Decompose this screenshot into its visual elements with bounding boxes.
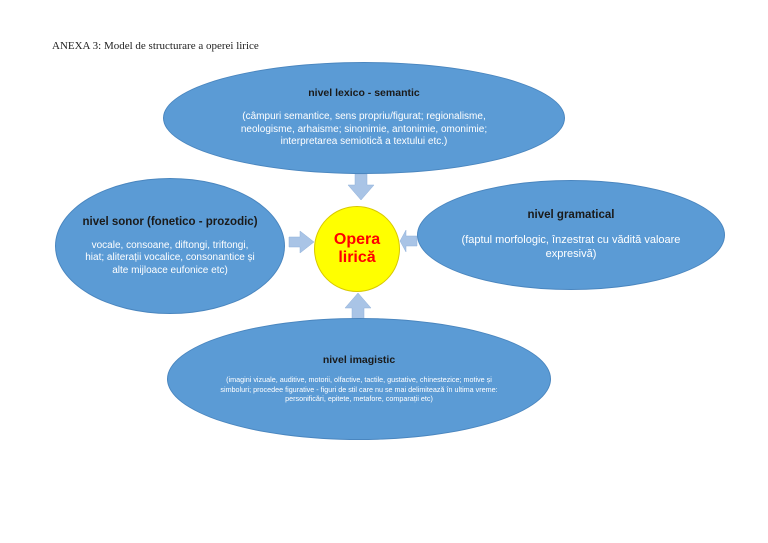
node-description: (faptul morfologic, înzestrat cu vădită … — [461, 233, 681, 260]
arrow-top-to-center — [347, 173, 375, 201]
node-lexical-semantic: nivel lexico - semantic (câmpuri semanti… — [163, 62, 565, 174]
node-title: nivel imagistic — [322, 354, 396, 367]
page-caption: ANEXA 3: Model de structurare a operei l… — [52, 40, 259, 52]
arrow-left-to-center — [288, 230, 315, 254]
node-title: nivel gramatical — [527, 208, 615, 221]
node-description: (imagini vizuale, auditive, motorii, olf… — [220, 375, 498, 404]
node-title: nivel lexico - semantic — [308, 87, 420, 100]
node-title: nivel sonor (fonetico - prozodic) — [82, 215, 258, 228]
node-grammatical: nivel gramatical (faptul morfologic, înz… — [417, 180, 725, 290]
node-sound-prosodic: nivel sonor (fonetico - prozodic) vocale… — [55, 178, 285, 314]
center-label: Opera lirică — [333, 230, 381, 266]
center-node-lyric-work: Opera lirică — [314, 206, 400, 292]
node-description: vocale, consoane, diftongi, triftongi, h… — [85, 239, 255, 276]
arrow-right-to-center — [399, 229, 418, 253]
node-description: (câmpuri semantice, sens propriu/figurat… — [240, 111, 488, 148]
node-imagistic: nivel imagistic (imagini vizuale, auditi… — [167, 318, 551, 440]
